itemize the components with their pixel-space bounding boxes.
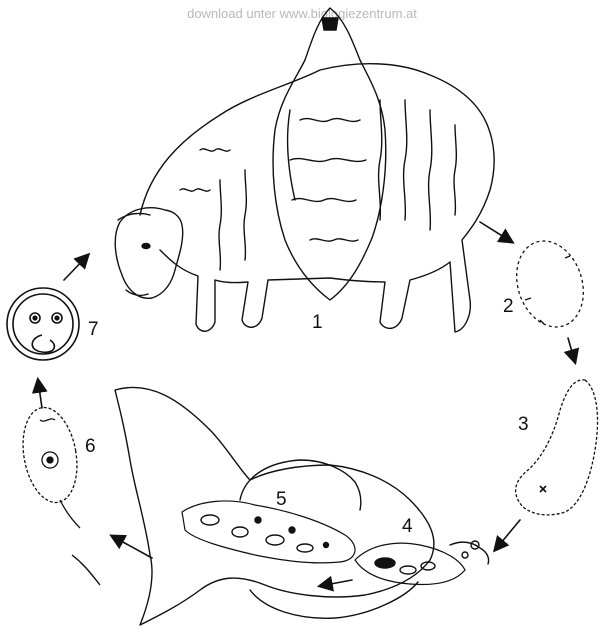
arrow-5-to-6 [112, 536, 152, 558]
stage-label-2: 2 [503, 297, 514, 316]
arrow-4-to-5 [320, 580, 352, 586]
snail-host-icon [115, 387, 489, 625]
stage-label-7: 7 [88, 320, 99, 339]
egg-icon [506, 232, 594, 335]
stage-label-3: 3 [518, 415, 529, 434]
stage-label-4: 4 [402, 517, 413, 536]
stage-label-5: 5 [276, 490, 287, 509]
cercaria-icon [16, 403, 84, 528]
arrow-6-to-7 [38, 380, 42, 408]
stage-label-6: 6 [85, 437, 96, 456]
tail-fragment [72, 555, 100, 585]
arrow-2-to-3 [568, 338, 575, 362]
sheep-host-with-liver-icon [115, 8, 494, 332]
arrow-1-to-2 [480, 222, 512, 242]
metacercaria-cyst-icon [7, 288, 79, 360]
arrow-3-to-4 [495, 520, 520, 550]
stage-label-1: 1 [312, 313, 323, 332]
arrow-7-to-1 [64, 255, 88, 280]
miracidium-icon [516, 380, 598, 515]
